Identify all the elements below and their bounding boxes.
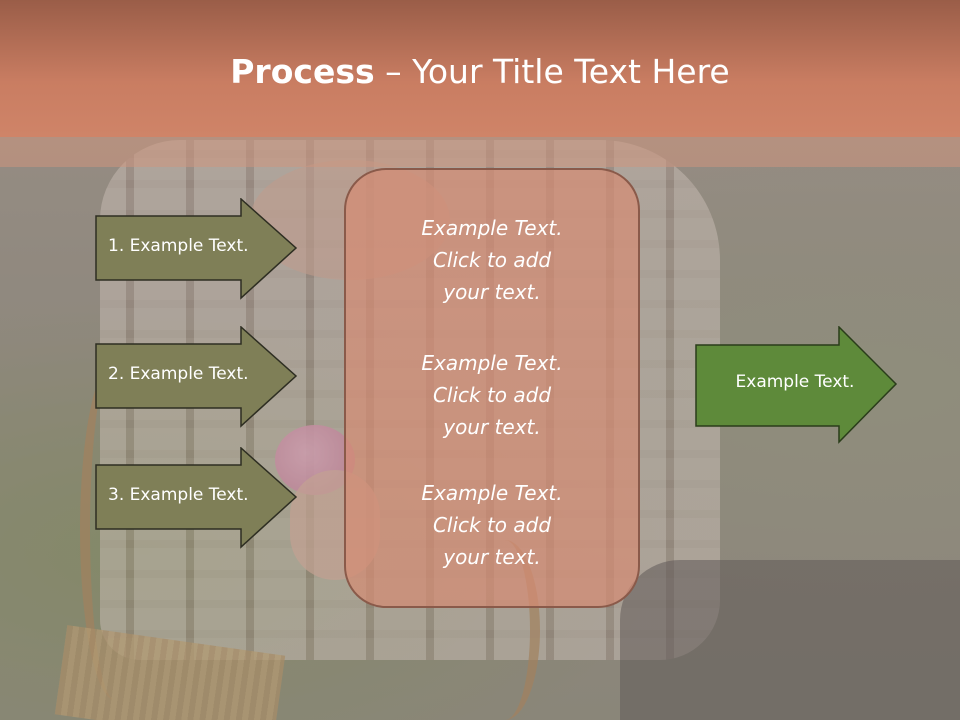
step-arrow-1[interactable]: 1. Example Text. [95, 198, 298, 300]
center-text-line: Example Text. [421, 351, 563, 375]
center-text-line: Click to add [432, 513, 552, 537]
result-arrow[interactable]: Example Text. [695, 325, 899, 444]
center-text-block-1[interactable]: Example Text. Click to add your text. [344, 212, 640, 308]
title-rest: – Your Title Text Here [374, 52, 730, 91]
title-band [0, 0, 960, 137]
center-text-line: Click to add [432, 248, 552, 272]
title-bold: Process [230, 52, 375, 91]
center-text-line: Click to add [432, 383, 552, 407]
step-arrow-3[interactable]: 3. Example Text. [95, 447, 298, 549]
center-text-line: your text. [443, 280, 541, 304]
step-label-3: 3. Example Text. [108, 485, 249, 505]
step-arrow-2[interactable]: 2. Example Text. [95, 326, 298, 428]
result-label: Example Text. [735, 372, 855, 392]
step-label-2: 2. Example Text. [108, 364, 249, 384]
center-text-line: your text. [443, 545, 541, 569]
title-band-stripe [0, 137, 960, 167]
center-text-block-2[interactable]: Example Text. Click to add your text. [344, 347, 640, 443]
center-text-line: Example Text. [421, 481, 563, 505]
step-label-1: 1. Example Text. [108, 236, 249, 256]
center-text-line: your text. [443, 415, 541, 439]
center-text-box[interactable] [344, 168, 640, 608]
slide-title[interactable]: Process – Your Title Text Here [0, 52, 960, 91]
center-text-line: Example Text. [421, 216, 563, 240]
center-text-block-3[interactable]: Example Text. Click to add your text. [344, 477, 640, 573]
